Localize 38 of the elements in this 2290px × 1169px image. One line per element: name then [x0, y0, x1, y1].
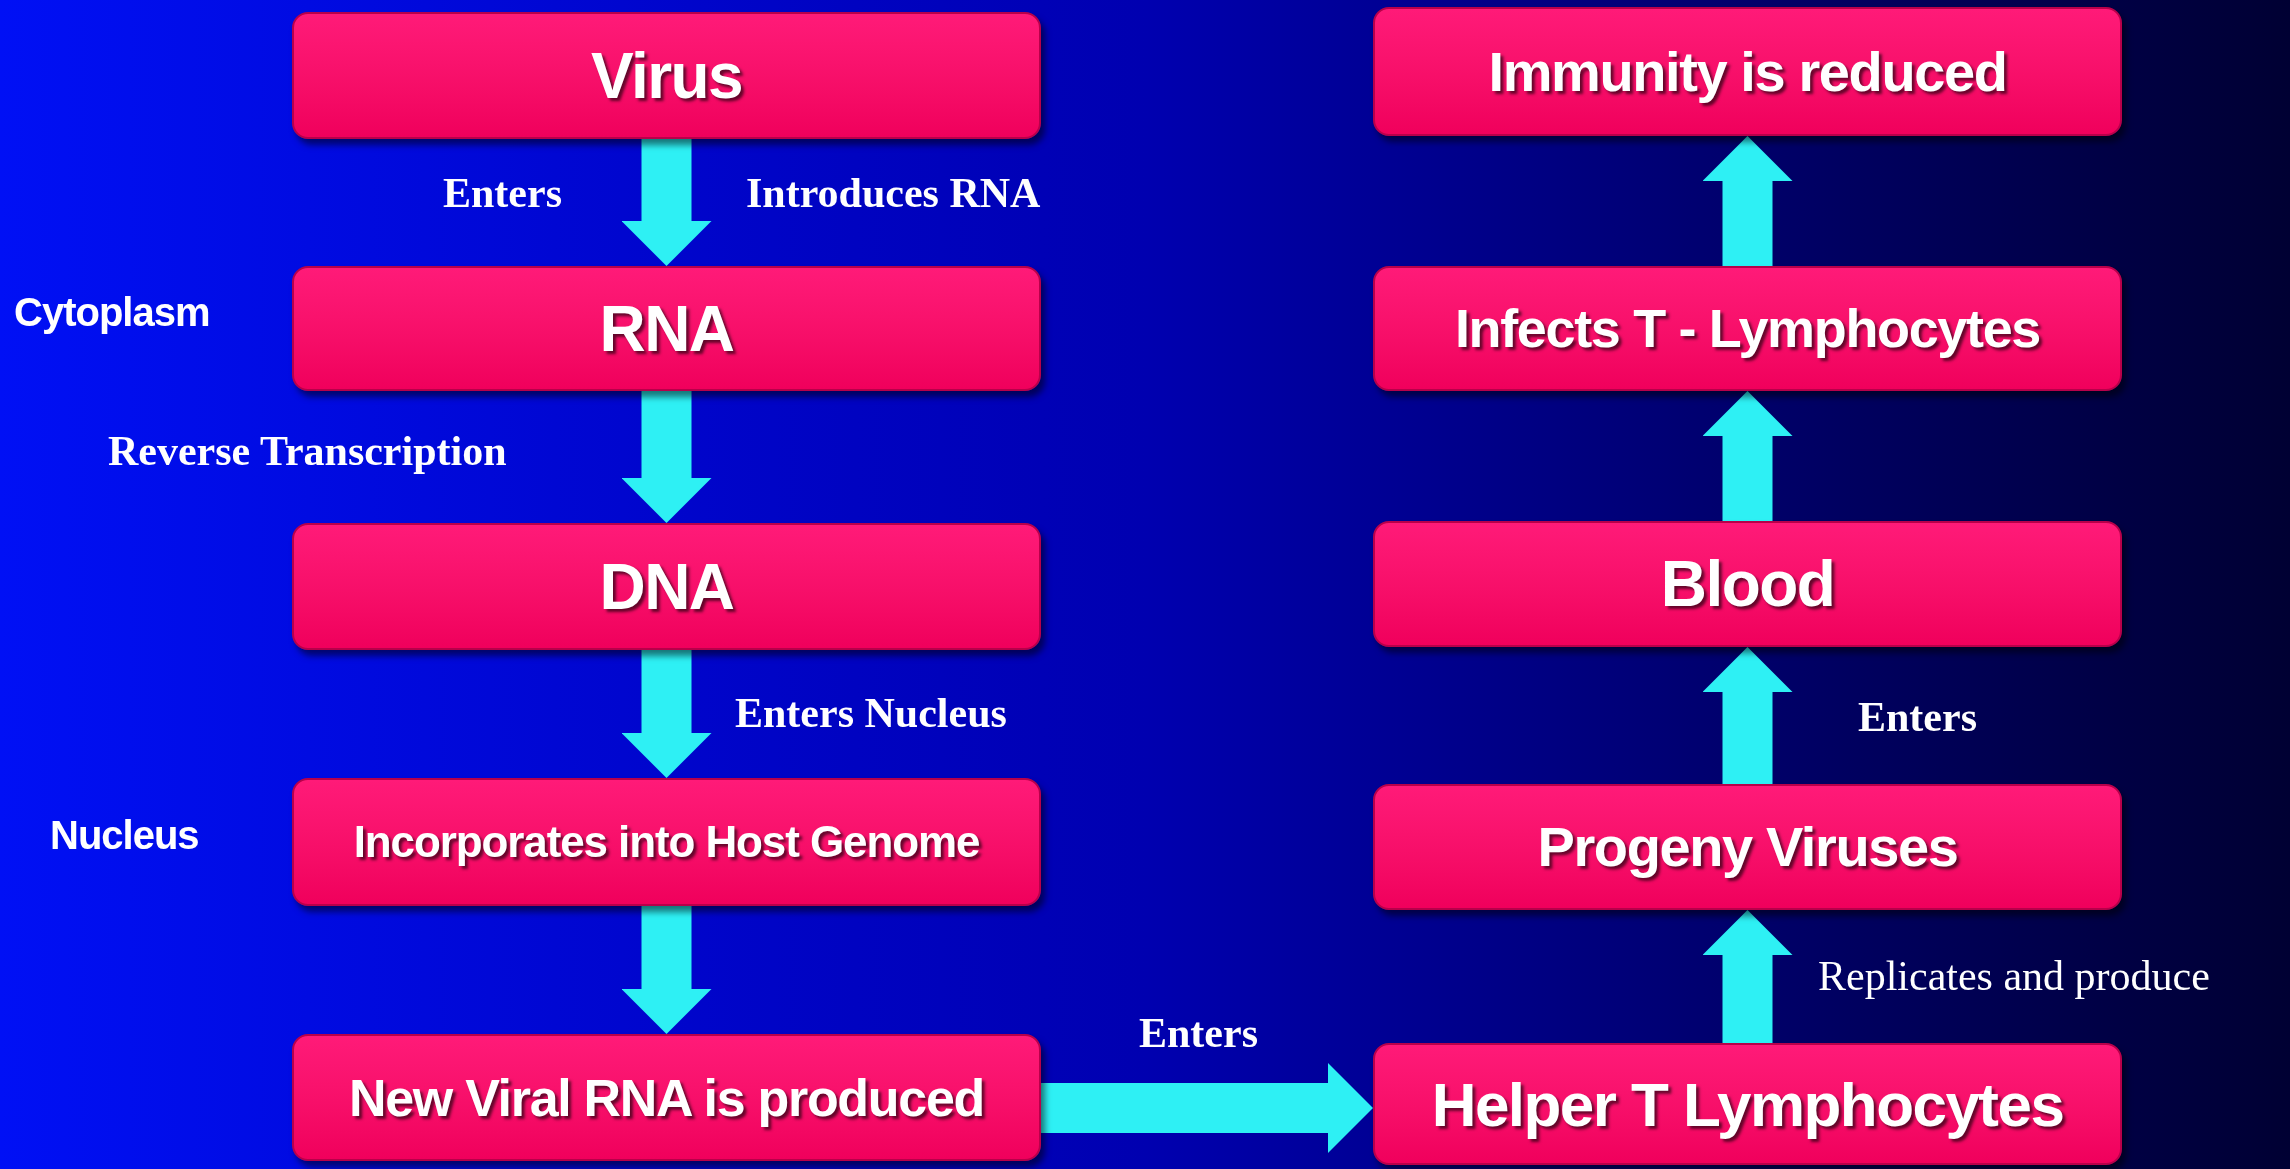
process-box	[1373, 1043, 2122, 1165]
box-text: Helper T Lymphocytes	[1431, 1068, 2064, 1141]
block-arrow	[1702, 647, 1793, 784]
box-text: Incorporates into Host Genome	[353, 816, 980, 868]
edge-label: Enters Nucleus	[735, 692, 1007, 734]
edge-label: Replicates and produce	[1818, 955, 2210, 997]
block-arrow	[1702, 391, 1793, 521]
edge-label: Enters	[1139, 1012, 1258, 1054]
process-box	[1373, 784, 2122, 910]
block-arrow	[621, 906, 712, 1034]
box-text: Infects T - Lymphocytes	[1454, 297, 2041, 360]
box-text: Progeny Viruses	[1537, 814, 1958, 880]
edge-label: Enters	[1858, 696, 1977, 738]
process-box	[292, 778, 1041, 906]
block-arrow	[621, 139, 712, 266]
process-box	[292, 12, 1041, 139]
process-box	[1373, 521, 2122, 647]
edge-label: Reverse Transcription	[108, 430, 507, 472]
box-text: DNA	[599, 549, 734, 625]
process-box	[1373, 7, 2122, 136]
annotation-label: Introduces RNA	[746, 172, 1041, 214]
process-box	[292, 266, 1041, 391]
box-text: Blood	[1660, 547, 1835, 622]
region-label: Cytoplasm	[14, 292, 210, 332]
region-label: Nucleus	[50, 815, 199, 855]
box-text: RNA	[599, 291, 734, 367]
box-text: Immunity is reduced	[1488, 38, 2007, 105]
block-arrow	[621, 391, 712, 523]
block-arrow	[1702, 910, 1793, 1043]
process-box	[1373, 266, 2122, 391]
block-arrow	[1702, 136, 1793, 266]
block-arrow	[621, 650, 712, 778]
block-arrow	[1041, 1063, 1373, 1153]
process-box	[292, 523, 1041, 650]
box-text: New Viral RNA is produced	[349, 1067, 984, 1129]
edge-label: Enters	[443, 172, 562, 214]
process-box	[292, 1034, 1041, 1161]
box-text: Virus	[591, 38, 742, 114]
